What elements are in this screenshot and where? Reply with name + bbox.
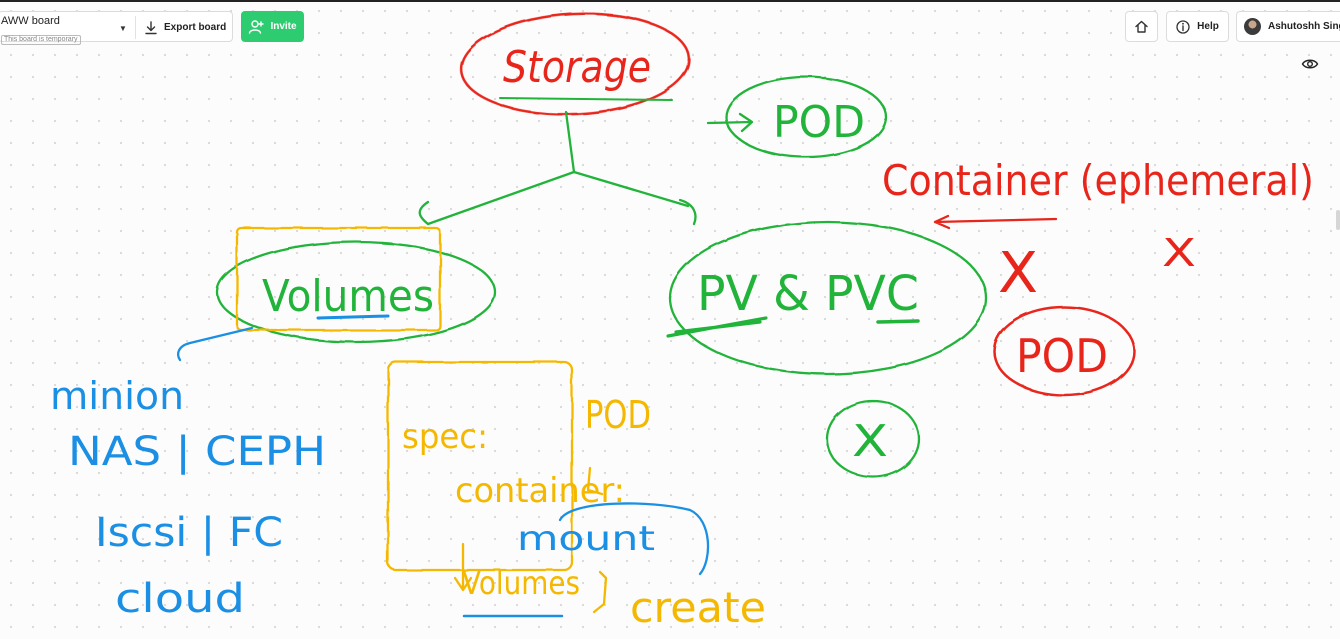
board-temporary-badge: This board is temporary (1, 35, 81, 45)
create-label: create (630, 583, 766, 632)
window-top-border (0, 0, 1340, 2)
iscsi-fc-label: Iscsi | FC (95, 510, 283, 556)
download-icon (145, 20, 157, 34)
volume-types-list[interactable]: minion NAS | CEPH Iscsi | FC cloud (50, 374, 326, 622)
container-ephemeral-note[interactable]: Container (ephemeral) X X (882, 156, 1314, 306)
board-title-block[interactable]: AWW board This board is temporary (1, 14, 121, 46)
pod-red-circle (992, 305, 1136, 397)
home-button[interactable] (1125, 11, 1158, 42)
board-menu[interactable]: AWW board This board is temporary ▼ Expo… (0, 11, 233, 45)
pod-green-label: POD (773, 97, 865, 148)
add-user-icon (249, 19, 265, 34)
storage-node[interactable]: Storage (459, 8, 692, 120)
invite-button[interactable]: Invite (241, 11, 304, 42)
volumes-label: Volumes (262, 271, 434, 322)
pod-green-node[interactable]: POD (706, 75, 888, 159)
storage-label: Storage (503, 42, 651, 93)
avatar (1244, 18, 1261, 35)
home-icon (1135, 20, 1148, 33)
spec-box (386, 360, 574, 572)
container-ephemeral-label: Container (ephemeral) (882, 156, 1314, 205)
volumes-down-arrow (453, 542, 473, 592)
pod-red-node[interactable]: POD (992, 305, 1136, 397)
cloud-label: cloud (115, 576, 245, 622)
pod-yellow-bracket (586, 466, 604, 496)
spec-label: spec: (402, 417, 488, 457)
nas-ceph-label: NAS | CEPH (68, 429, 326, 475)
help-label: Help (1197, 21, 1219, 32)
export-board-button[interactable]: Export board (144, 16, 226, 39)
pv-underline (666, 316, 768, 338)
volumes-small-label: Volumes (462, 564, 580, 602)
storage-branches (418, 110, 697, 226)
help-button[interactable]: Help (1166, 11, 1229, 42)
volumes-left-arrow (177, 326, 254, 362)
storage-underline (499, 97, 673, 101)
user-name: Ashutoshh Singh (1268, 21, 1340, 32)
pvc-underline (876, 319, 920, 324)
volumes-circle (215, 240, 497, 344)
pod-arrow (706, 112, 754, 133)
pod-red-label: POD (1016, 329, 1108, 383)
pod-green-circle (724, 75, 888, 159)
pv-pvc-label: PV & PVC (697, 266, 919, 322)
chevron-down-icon[interactable]: ▼ (119, 24, 127, 33)
minion-label: minion (50, 374, 184, 418)
volumes-node[interactable]: Volumes (177, 226, 497, 362)
mount-label: mount (517, 519, 655, 559)
volumes-underline (316, 314, 390, 320)
pv-pvc-node[interactable]: PV & PVC (666, 220, 988, 376)
invite-label: Invite (270, 21, 297, 32)
scroll-handle[interactable] (1336, 210, 1340, 230)
info-icon (1176, 19, 1190, 34)
cross-1-label: X (998, 241, 1038, 306)
export-board-label: Export board (164, 22, 227, 33)
eye-icon[interactable] (1301, 57, 1319, 71)
pod-yellow-label: POD (585, 393, 651, 437)
x-circle-node[interactable]: X (825, 399, 921, 479)
x-circle-label: X (852, 416, 888, 467)
x-circle (825, 399, 921, 479)
mount-bubble (558, 502, 710, 576)
container-underline-arrow (933, 214, 1058, 230)
menu-divider (135, 16, 136, 39)
volumes-small-bracket (592, 570, 608, 614)
pv-pvc-circle (668, 220, 988, 376)
volumes-highlight-box (235, 226, 442, 332)
pod-spec-note[interactable]: spec: POD container: mount Volumes creat… (386, 360, 766, 632)
cross-2-label: X (1162, 231, 1196, 275)
board-name[interactable]: AWW board (1, 15, 60, 27)
storage-circle (459, 12, 691, 116)
user-menu-button[interactable]: Ashutoshh Singh (1236, 11, 1340, 42)
